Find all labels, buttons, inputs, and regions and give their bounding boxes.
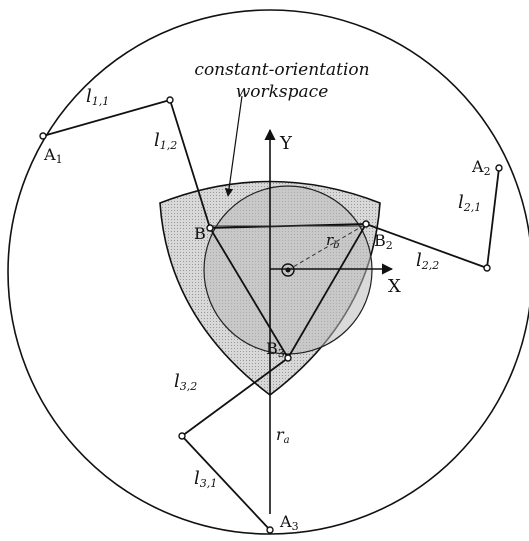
label-b3: B3	[266, 339, 285, 360]
joint-a3	[266, 526, 274, 534]
label-a3: A3	[279, 512, 299, 533]
platform-center	[281, 263, 295, 277]
y-axis-label: Y	[279, 133, 293, 154]
label-l32: l3,2	[174, 371, 197, 393]
joint-b1	[206, 224, 214, 232]
caption-line-1: constant-orientation	[194, 60, 369, 80]
joint-l11-l12	[166, 96, 174, 104]
label-l11: l1,1	[86, 86, 109, 108]
label-l22: l2,2	[416, 250, 439, 272]
x-axis-label: X	[388, 276, 401, 297]
base-circle	[7, 9, 529, 535]
joint-a2	[495, 164, 503, 172]
joint-l31-l32	[178, 432, 186, 440]
label-l12: l1,2	[154, 130, 177, 152]
link-l31	[181, 435, 271, 531]
radius-rb-line	[287, 223, 367, 271]
joint-a1	[39, 132, 47, 140]
label-l21: l2,1	[458, 192, 481, 214]
label-l31: l3,1	[194, 468, 217, 490]
joint-b3	[284, 354, 292, 362]
caption-arrow	[224, 95, 243, 197]
platform-center-inner	[285, 267, 291, 273]
link-l32	[181, 357, 289, 437]
label-b1: B	[194, 224, 206, 243]
label-b2: B2	[374, 231, 393, 252]
link-l21	[486, 167, 500, 269]
label-a2: A2	[471, 157, 491, 178]
link-l12	[169, 99, 211, 229]
label-rb: rb	[326, 231, 340, 251]
joint-l21-l22	[483, 264, 491, 272]
link-l11	[42, 99, 171, 137]
label-ra: ra	[276, 425, 290, 446]
joint-b2	[362, 220, 370, 228]
caption-line-2: workspace	[236, 82, 329, 102]
label-a1: A1	[43, 145, 63, 166]
link-l22	[365, 223, 488, 269]
